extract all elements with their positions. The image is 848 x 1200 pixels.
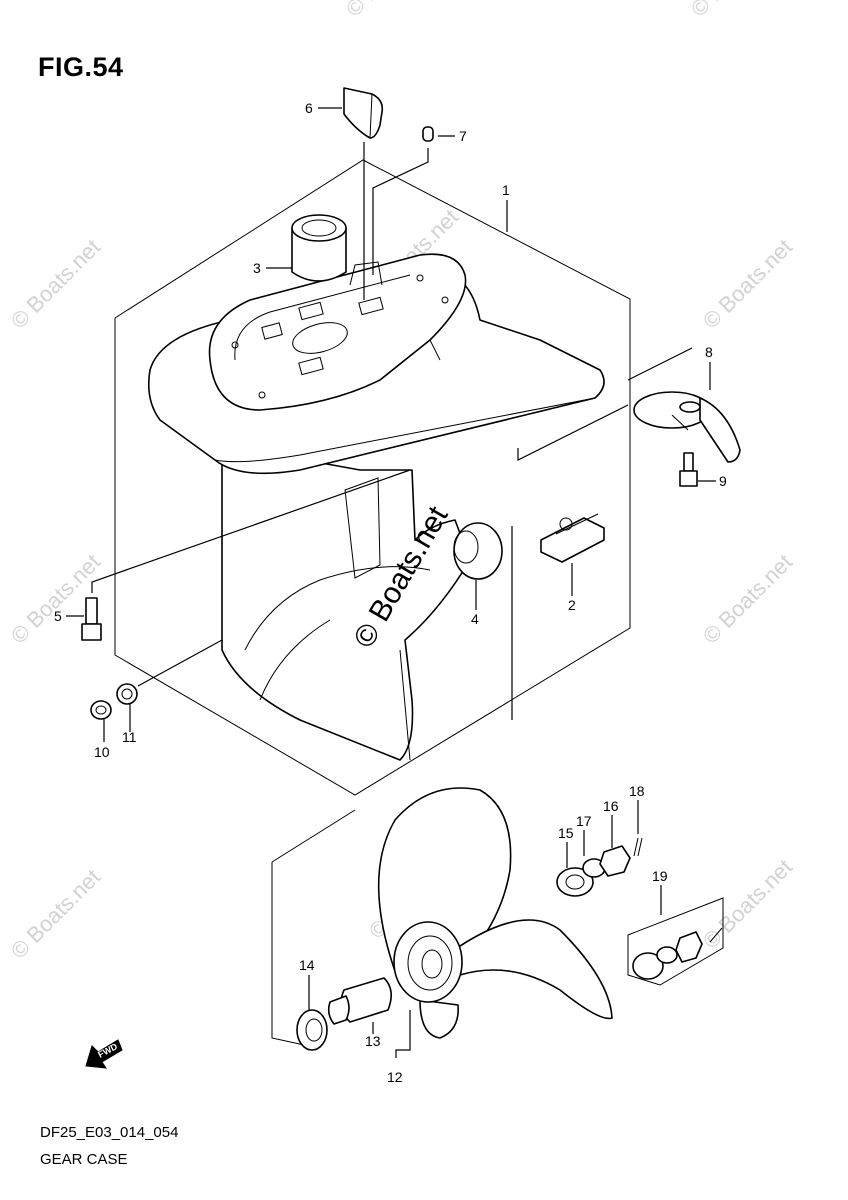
callout-6: 6 <box>305 100 313 116</box>
callout-1: 1 <box>502 182 510 198</box>
plug-washer <box>116 683 138 705</box>
callout-16: 16 <box>603 798 619 814</box>
gear-case-frame <box>114 159 631 796</box>
callout-4: 4 <box>471 611 479 627</box>
propeller <box>377 787 613 1039</box>
callout-12: 12 <box>387 1069 403 1085</box>
anode-bolt <box>679 452 698 487</box>
optional-kit-frame <box>627 897 724 986</box>
callout-9: 9 <box>719 473 727 489</box>
thrust-washer <box>296 1009 328 1051</box>
leader-lines <box>66 107 716 1058</box>
callout-5: 5 <box>54 608 62 624</box>
prop-nut <box>599 845 631 877</box>
figure-title: FIG.54 <box>38 52 124 82</box>
fwd-arrow: FWD <box>85 1039 123 1069</box>
gear-case <box>147 253 605 761</box>
watermark-text: © Boats.net <box>686 0 785 22</box>
spacer-part <box>556 867 594 897</box>
watermark-text: © Boats.net <box>698 234 797 333</box>
case-bolt <box>81 597 102 641</box>
kit-cotter-pin <box>709 927 723 943</box>
watermark-text: © Boats.net <box>698 549 797 648</box>
diagram-code: DF25_E03_014_054 <box>40 1124 179 1141</box>
watermark-text: © Boats.net <box>6 864 105 963</box>
callout-10: 10 <box>94 744 110 760</box>
callout-18: 18 <box>629 783 645 799</box>
callout-19: 19 <box>652 868 668 884</box>
dowel-pin <box>422 126 434 142</box>
trim-tab-anode <box>633 391 741 463</box>
watermark-text: © Boats.net <box>341 0 440 22</box>
kit-washer <box>656 946 678 964</box>
callout-17: 17 <box>576 813 592 829</box>
callout-8: 8 <box>705 344 713 360</box>
bearing-sleeve <box>291 214 347 282</box>
kit-nut <box>675 931 703 963</box>
diagram-name: GEAR CASE <box>40 1151 128 1168</box>
callout-labels: 1 2 3 4 5 6 7 8 9 10 11 12 13 14 15 16 1… <box>54 100 727 1085</box>
callout-14: 14 <box>299 957 315 973</box>
callout-15: 15 <box>558 825 574 841</box>
drain-plug <box>90 700 112 720</box>
callout-7: 7 <box>459 128 467 144</box>
callout-2: 2 <box>568 597 576 613</box>
callout-13: 13 <box>365 1033 381 1049</box>
thrust-bushing <box>327 977 392 1025</box>
cotter-pin <box>633 837 643 857</box>
water-seal <box>453 522 503 580</box>
watermark-text: © Boats.net <box>6 234 105 333</box>
cap-part <box>343 87 384 139</box>
callout-11: 11 <box>122 729 137 745</box>
kit-spacer <box>632 952 664 980</box>
callout-3: 3 <box>253 260 261 276</box>
water-strainer <box>540 513 605 563</box>
